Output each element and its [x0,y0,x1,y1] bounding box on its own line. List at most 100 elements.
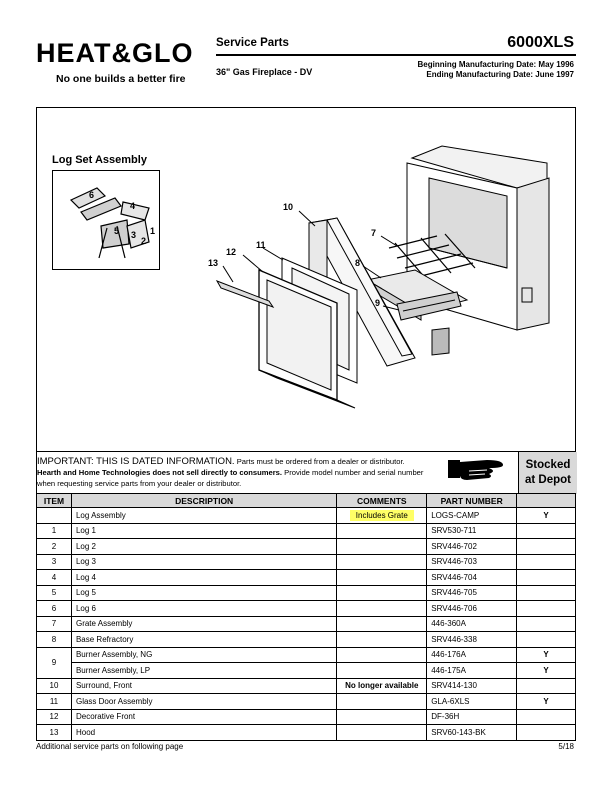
comment-cell [336,662,428,679]
stock-cell [516,677,576,694]
callout-log-4: 4 [130,201,136,211]
comment-cell [336,724,428,741]
comment-cell [336,615,428,632]
description-cell: Log 3 [70,553,338,570]
item-cell: 1 [36,522,72,539]
brand-tagline: No one builds a better fire [56,73,186,85]
comment-cell [336,693,428,710]
item-cell: 11 [36,693,72,710]
comment-cell [336,569,428,586]
part-number-cell: LOGS-CAMP [426,507,518,524]
comment-cell [336,553,428,570]
comment-cell [336,584,428,601]
stock-cell [516,708,576,725]
callout-10: 10 [283,202,294,212]
table-row: 11 Glass Door Assembly GLA-6XLS Y [36,693,576,710]
item-cell: 7 [36,615,72,632]
callout-log-3: 3 [131,230,137,240]
description-cell: Burner Assembly, LP [70,662,338,679]
table-row: 9 Burner Assembly, NG 446-176A Y [36,646,576,679]
callout-log-5: 5 [114,226,120,236]
description-cell: Decorative Front [70,708,338,725]
table-row: Burner Assembly, LP 446-175A Y [37,662,576,679]
callout-log-6: 6 [89,190,95,200]
callout-8: 8 [355,258,361,268]
important-notice: IMPORTANT: THIS IS DATED INFORMATION. Pa… [36,452,577,494]
part-number-cell: SRV414-130 [426,677,518,694]
exploded-diagram: Log Set Assembly 6 4 5 3 2 1 10 7 11 12 … [36,107,576,452]
callout-11: 11 [256,240,266,250]
description-cell: Log 2 [70,538,338,555]
stock-cell [516,569,576,586]
comment-cell: No longer available [336,677,428,694]
page-number: 5/18 [558,742,574,751]
stock-cell [516,584,576,601]
stock-cell [516,600,576,617]
part-number-cell: GLA-6XLS [426,693,518,710]
callout-log-2: 2 [141,236,147,246]
description-cell: Log 5 [70,584,338,601]
part-number-cell: SRV446-706 [426,600,518,617]
stock-cell: Y [516,693,576,710]
callout-9: 9 [375,298,381,308]
parts-table: ITEM DESCRIPTION COMMENTS PART NUMBER Lo… [36,493,576,741]
comment-cell [336,600,428,617]
part-number-cell: SRV446-703 [426,553,518,570]
comment-cell [336,646,428,663]
table-row: 13 Hood SRV60-143-BK [36,724,576,741]
col-part-number: PART NUMBER [426,493,518,508]
part-number-cell: 446-360A [426,615,518,632]
stock-cell [516,631,576,648]
comment-cell [336,708,428,725]
table-row: 1 Log 1 SRV530-711 [36,522,576,539]
model-number: 6000XLS [507,34,574,51]
item-cell [36,507,72,524]
stock-cell [516,724,576,741]
stock-cell [516,553,576,570]
stock-cell [516,538,576,555]
comment-cell [336,631,428,648]
description-cell: Grate Assembly [70,615,338,632]
stock-cell [516,522,576,539]
notice-body-1: Parts must be ordered from a dealer or d… [234,457,405,466]
table-row: 5 Log 5 SRV446-705 [36,584,576,601]
stock-cell: Y [516,646,576,663]
callout-12: 12 [226,247,237,257]
part-number-cell: SRV446-705 [426,584,518,601]
part-number-cell: SRV446-704 [426,569,518,586]
notice-body-2: Provide model number and serial number w… [37,468,424,488]
table-row: 7 Grate Assembly 446-360A [36,615,576,632]
item-cell: 8 [36,631,72,648]
col-description: DESCRIPTION [70,493,338,508]
stocked-at-depot-header: Stocked at Depot [518,452,577,494]
pointing-hand-icon [448,460,503,480]
part-number-cell: SRV446-702 [426,538,518,555]
table-row: 8 Base Refractory SRV446-338 [36,631,576,648]
description-cell: Burner Assembly, NG [70,646,338,663]
notice-lead: IMPORTANT: THIS IS DATED INFORMATION. [37,456,235,467]
table-row: 4 Log 4 SRV446-704 [36,569,576,586]
part-number-cell: 446-175A [426,662,518,679]
table-row: 12 Decorative Front DF-36H [36,708,576,725]
comment-cell [336,522,428,539]
item-cell: 5 [36,584,72,601]
description-cell: Hood [70,724,338,741]
description-cell: Base Refractory [70,631,338,648]
col-item: ITEM [36,493,72,508]
part-number-cell: DF-36H [426,708,518,725]
header-divider [216,54,576,56]
description-cell: Log 1 [70,522,338,539]
item-cell: 9 [36,646,72,679]
table-row: Log Assembly Includes Grate LOGS-CAMP Y [36,507,576,524]
col-comments: COMMENTS [336,493,428,508]
notice-bold: Hearth and Home Technologies does not se… [37,468,283,477]
part-number-cell: SRV60-143-BK [426,724,518,741]
stock-cell: Y [516,507,576,524]
notice-text: IMPORTANT: THIS IS DATED INFORMATION. Pa… [37,456,427,489]
item-cell: 3 [36,553,72,570]
description-cell: Log 4 [70,569,338,586]
part-number-cell: SRV530-711 [426,522,518,539]
item-cell: 2 [36,538,72,555]
begin-date: Beginning Manufacturing Date: May 1996 [417,60,574,69]
item-cell: 10 [36,677,72,694]
